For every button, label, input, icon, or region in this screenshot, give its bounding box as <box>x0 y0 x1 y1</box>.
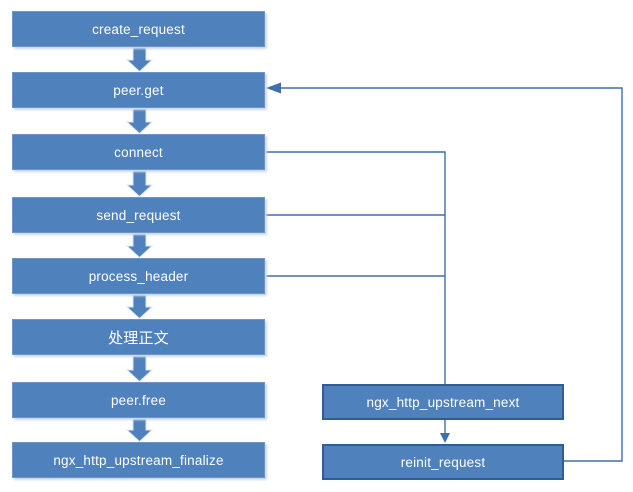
node-peer-get: peer.get <box>12 72 265 108</box>
node-process-body: 处理正文 <box>12 319 265 355</box>
block-arrow-connect-to-send-icon <box>125 170 154 198</box>
node-send-request: send_request <box>12 197 265 233</box>
retry-connectors <box>265 87 623 462</box>
block-arrow-peerfree-to-finalize-icon <box>125 418 154 443</box>
edge-reinit-to-peer-get <box>281 87 623 462</box>
node-process-header: process_header <box>12 258 265 294</box>
block-arrow-create-to-peerget-icon <box>125 46 154 73</box>
block-arrow-peerget-to-connect-icon <box>125 108 154 135</box>
node-reinit-request: reinit_request <box>322 444 564 480</box>
node-connect: connect <box>12 134 265 170</box>
block-arrow-body-to-peerfree-icon <box>125 355 154 383</box>
block-arrow-send-to-prochdr-icon <box>125 233 154 259</box>
block-arrow-prochdr-to-body-icon <box>125 294 154 320</box>
node-peer-free: peer.free <box>12 382 265 418</box>
arrowhead-into-peer-get-icon <box>266 82 281 94</box>
edge-connect-to-upstream-next <box>265 151 446 384</box>
arrowhead-into-reinit-icon <box>440 433 450 443</box>
node-upstream-next: ngx_http_upstream_next <box>322 384 564 420</box>
node-create-request: create_request <box>12 11 265 47</box>
node-upstream-finalize: ngx_http_upstream_finalize <box>12 442 265 478</box>
